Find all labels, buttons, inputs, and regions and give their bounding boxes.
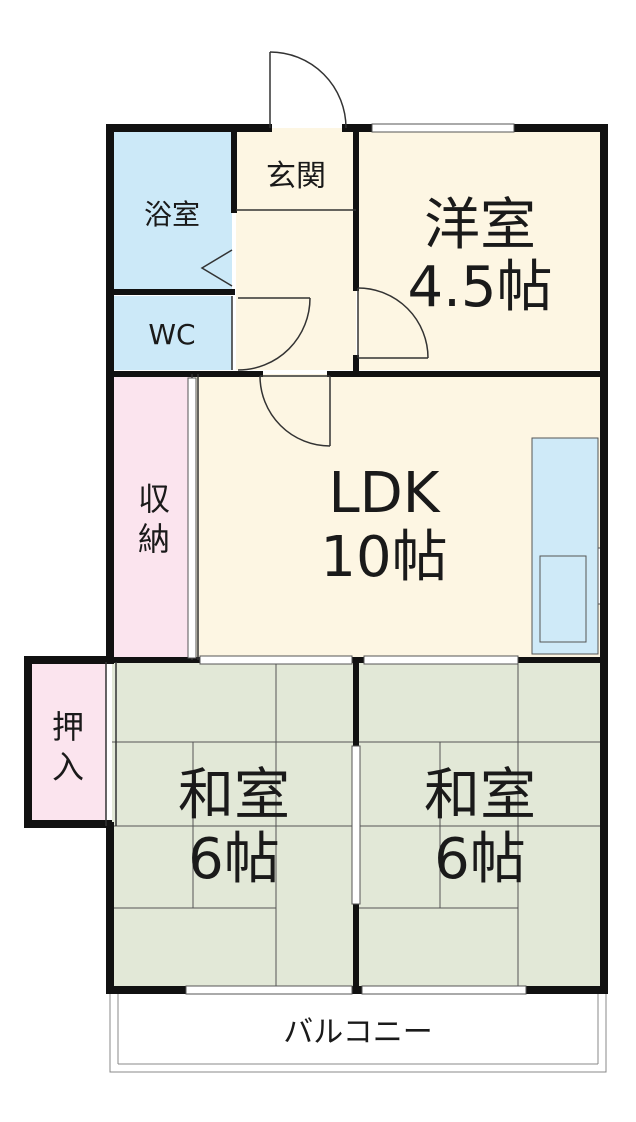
western-room-area <box>358 128 602 370</box>
windows <box>185 123 527 995</box>
ldk-size: 10帖 <box>320 525 447 590</box>
storage-label-2: 納 <box>138 520 170 558</box>
balcony-label: バルコニー <box>283 1015 432 1050</box>
entrance-area <box>236 128 356 370</box>
door-swings <box>200 51 429 447</box>
japanese-room-right-name: 和室 <box>424 763 536 828</box>
japanese-room-left-name: 和室 <box>178 763 290 828</box>
closet-label-2: 入 <box>52 748 84 786</box>
closet-label-1: 押 <box>52 708 84 746</box>
japanese-room-left-area <box>112 662 354 986</box>
tatami-lines-right <box>358 662 602 986</box>
entrance-label: 玄関 <box>266 159 326 194</box>
western-room-size: 4.5帖 <box>407 255 552 320</box>
exterior-walls <box>24 124 608 994</box>
interior-walls <box>107 125 607 993</box>
japanese-room-left-size: 6帖 <box>188 827 280 892</box>
tatami-lines-left <box>112 662 354 986</box>
japanese-room-right-area <box>358 662 602 986</box>
ldk-name: LDK <box>328 461 440 526</box>
kitchen-counter <box>531 437 607 655</box>
storage-label-1: 収 <box>138 480 170 518</box>
closet-area <box>30 662 106 822</box>
wc-label: WC <box>148 318 195 351</box>
wc-area <box>112 296 232 370</box>
bath-area <box>112 128 232 292</box>
japanese-room-right-size: 6帖 <box>434 827 526 892</box>
bath-label: 浴室 <box>144 198 200 231</box>
storage-area <box>112 374 192 658</box>
sink <box>539 555 587 643</box>
western-room-name: 洋室 <box>424 193 536 258</box>
